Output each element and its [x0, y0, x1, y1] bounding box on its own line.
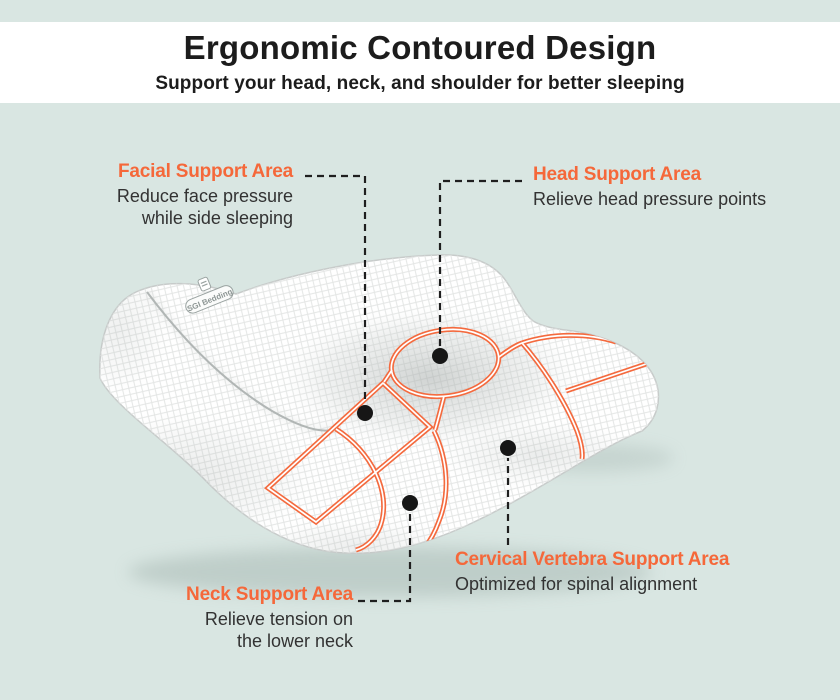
callout-facial-title: Facial Support Area — [118, 161, 293, 182]
callout-neck-title: Neck Support Area — [186, 584, 353, 605]
callout-connectors — [305, 174, 522, 603]
neck-support-dot — [402, 495, 418, 511]
header-band: Ergonomic Contoured Design Support your … — [0, 22, 840, 103]
facial-support-dot — [357, 405, 373, 421]
head-support-dot — [432, 348, 448, 364]
neck-connector-line — [358, 513, 412, 603]
callout-head-line-1: Relieve head pressure points — [533, 189, 767, 209]
callout-head: Head Support Area Relieve head pressure … — [533, 164, 766, 211]
callout-facial-line-2: while side sleeping — [141, 207, 293, 228]
callout-facial: Facial Support Area Reduce face pressure… — [117, 161, 293, 230]
callout-head-title: Head Support Area — [533, 164, 701, 185]
cervical-support-dot — [500, 440, 516, 456]
callout-neck-line-2: the lower neck — [236, 630, 353, 651]
callout-neck-line-1: Relieve tension on — [204, 609, 353, 629]
callout-cervical-line-1: Optimized for spinal alignment — [455, 574, 698, 594]
page-subtitle: Support your head, neck, and shoulder fo… — [155, 73, 685, 95]
facial-connector-line — [305, 174, 367, 403]
callout-cervical: Cervical Vertebra Support Area Optimized… — [455, 549, 729, 596]
support-point-dots — [357, 348, 516, 511]
callout-facial-line-1: Reduce face pressure — [116, 186, 293, 206]
callout-neck: Neck Support Area Relieve tension on the… — [186, 584, 353, 653]
callout-cervical-title: Cervical Vertebra Support Area — [455, 549, 730, 570]
head-connector-line — [438, 179, 522, 346]
page-title: Ergonomic Contoured Design — [183, 28, 657, 66]
